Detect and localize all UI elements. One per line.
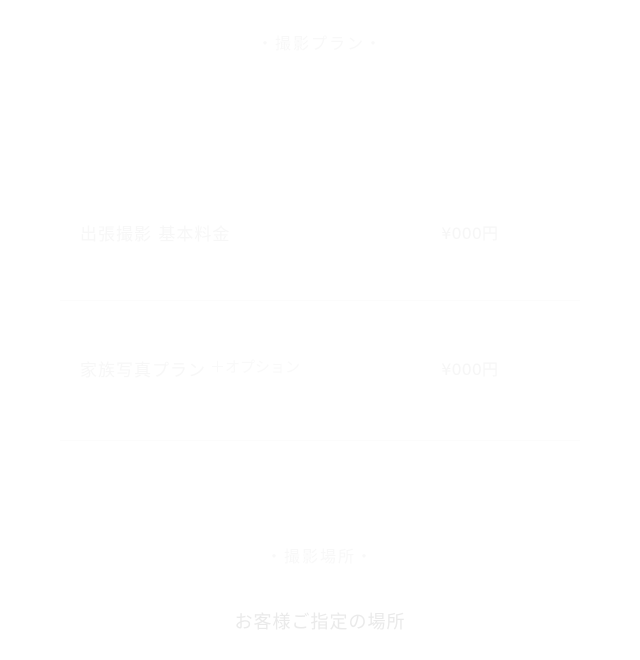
plan-extra: ＋オプション bbox=[210, 358, 301, 376]
plan-price: ¥000円 bbox=[441, 360, 498, 379]
plan-name: 家族写真プラン bbox=[80, 361, 206, 381]
location-text: お客様ご指定の場所 bbox=[234, 612, 406, 633]
plan-price: ¥000円 bbox=[441, 224, 498, 243]
plan-name: 出張撮影 基本料金 bbox=[80, 225, 231, 245]
divider bbox=[60, 440, 580, 441]
divider bbox=[60, 300, 580, 301]
page-title: ・撮影プラン・ bbox=[256, 34, 383, 53]
plan-row-basic: 出張撮影 基本料金 ¥000円 bbox=[60, 202, 580, 262]
location-title: ・撮影場所・ bbox=[265, 547, 374, 566]
plan-row-family: 家族写真プラン ＋オプション ¥000円 bbox=[60, 338, 580, 398]
